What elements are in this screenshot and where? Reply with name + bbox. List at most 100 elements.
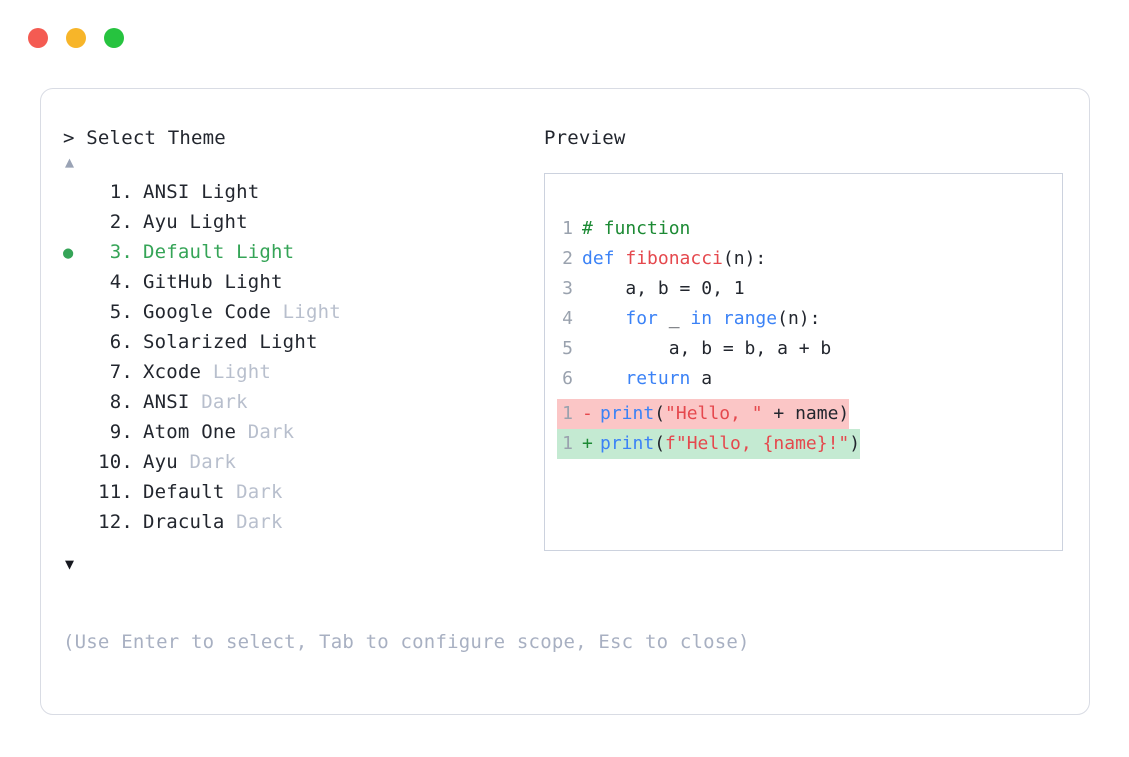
code-token: _ <box>657 308 691 329</box>
close-button[interactable] <box>28 28 48 48</box>
minimize-button[interactable] <box>66 28 86 48</box>
theme-list-item[interactable]: 7.Xcode Light <box>63 357 533 387</box>
code-token <box>712 308 723 329</box>
theme-item-variant: Light <box>177 211 248 233</box>
code-line-text: return a <box>582 364 712 394</box>
theme-item-variant: Light <box>271 301 341 323</box>
code-line-text: a, b = 0, 1 <box>582 274 745 304</box>
theme-list-item[interactable]: 8.ANSI Dark <box>63 387 533 417</box>
theme-list-item[interactable]: 10.Ayu Dark <box>63 447 533 477</box>
theme-item-name: GitHub <box>143 271 213 293</box>
theme-item-number: 7. <box>109 361 133 383</box>
theme-item-name: Default <box>143 481 225 503</box>
maximize-button[interactable] <box>104 28 124 48</box>
code-token: 1 <box>733 278 745 299</box>
theme-item-name: Solarized <box>143 331 248 353</box>
selected-bullet-icon: ● <box>63 243 74 263</box>
line-number: 4 <box>562 308 573 329</box>
theme-item-name: Ayu <box>143 451 178 473</box>
theme-list-item[interactable]: 11. Default Dark <box>63 477 533 507</box>
code-token: range <box>722 308 778 329</box>
code-line: 4 for _ in range(n): <box>557 304 1058 334</box>
code-sample: 1 # function 2 def fibonacci(n):3 a, b = 0,… <box>557 214 1058 394</box>
code-line: 3 a, b = 0, 1 <box>557 274 1058 304</box>
code-line: 1 # function <box>557 214 1058 244</box>
code-token: fibonacci <box>625 248 723 269</box>
code-token: # function <box>582 218 691 239</box>
code-line: 6 return a <box>557 364 1058 394</box>
theme-list-item[interactable]: ● 3. Default Light <box>63 237 533 267</box>
theme-item-number: 12. <box>98 511 133 533</box>
keyboard-hint: (Use Enter to select, Tab to configure s… <box>63 631 750 653</box>
theme-item-number: 4. <box>109 271 133 293</box>
diff-line-text: print(f"Hello, {name}!") <box>600 429 860 459</box>
theme-item-number: 1. <box>109 181 133 203</box>
code-token <box>582 308 625 329</box>
theme-item-number: 11. <box>98 481 133 503</box>
theme-item-variant: Dark <box>236 421 295 443</box>
diff-sign: - <box>582 403 593 424</box>
theme-item-name: Default <box>143 241 225 263</box>
code-token: 0 <box>701 278 713 299</box>
diff-line-text: print("Hello, " + name) <box>600 399 849 429</box>
theme-item-number: 8. <box>109 391 133 413</box>
code-token: (n): <box>722 248 767 269</box>
code-token <box>582 368 625 389</box>
theme-item-variant: Dark <box>224 481 283 503</box>
theme-item-name: Xcode <box>143 361 202 383</box>
theme-item-number: 3. <box>109 241 133 263</box>
scroll-up-icon[interactable]: ▲ <box>65 153 75 171</box>
code-token: a <box>690 368 713 389</box>
theme-item-number: 2. <box>109 211 133 233</box>
preview-panel: Preview 1 # function 2 def fibonacci(n):3 a… <box>544 125 1069 551</box>
theme-list-item[interactable]: 5.Google Code Light <box>63 297 533 327</box>
line-number: 1 <box>562 218 573 239</box>
code-token: ( <box>654 403 666 424</box>
diff-sample: 1-print("Hello, " + name)1+print(f"Hello… <box>557 399 861 459</box>
scroll-down-icon[interactable]: ▼ <box>65 555 75 573</box>
theme-item-variant: Light <box>189 181 260 203</box>
theme-item-name: Atom One <box>143 421 237 443</box>
theme-list-item[interactable]: 1.ANSI Light <box>63 177 533 207</box>
code-line: 2 def fibonacci(n): <box>557 244 1058 274</box>
code-token: ( <box>654 433 666 454</box>
code-token: f"Hello, {name}!" <box>665 433 850 454</box>
theme-item-name: Ayu <box>143 211 178 233</box>
preview-title: Preview <box>544 127 626 149</box>
select-theme-prompt: > Select Theme <box>63 127 226 149</box>
code-line-text: a, b = b, a + b <box>582 334 832 364</box>
line-number: 1 <box>562 433 573 454</box>
line-number: 2 <box>562 248 573 269</box>
theme-item-name: ANSI <box>143 391 190 413</box>
theme-list-item[interactable]: 4. GitHub Light <box>63 267 533 297</box>
code-token: return <box>625 368 691 389</box>
theme-item-variant: Light <box>247 331 318 353</box>
code-line-text: def fibonacci(n): <box>582 244 766 274</box>
diff-line-remove: 1-print("Hello, " + name) <box>557 399 850 429</box>
line-number: 5 <box>562 338 573 359</box>
theme-item-variant: Light <box>224 241 295 263</box>
theme-item-name: Google Code <box>143 301 272 323</box>
theme-item-variant: Dark <box>177 451 237 473</box>
theme-item-variant: Light <box>212 271 283 293</box>
theme-list-item[interactable]: 12. Dracula Dark <box>63 507 533 537</box>
code-line-text: for _ in range(n): <box>582 304 820 334</box>
theme-item-variant: Dark <box>224 511 283 533</box>
window-traffic-lights <box>28 28 124 48</box>
code-token: print <box>600 403 655 424</box>
code-token: , <box>712 278 734 299</box>
line-number: 6 <box>562 368 573 389</box>
code-token: a, b = b, a + b <box>582 338 832 359</box>
code-token: a, b = <box>582 278 702 299</box>
diff-sign: + <box>582 433 593 454</box>
theme-list-item[interactable]: 6.Solarized Light <box>63 327 533 357</box>
theme-list-item[interactable]: 9.Atom One Dark <box>63 417 533 447</box>
diff-line-add: 1 + print(f"Hello, {name}!") <box>557 429 861 459</box>
theme-item-name: Dracula <box>143 511 225 533</box>
theme-list-item[interactable]: 2. Ayu Light <box>63 207 533 237</box>
code-token: (n): <box>777 308 821 329</box>
code-token: + name) <box>762 403 850 424</box>
